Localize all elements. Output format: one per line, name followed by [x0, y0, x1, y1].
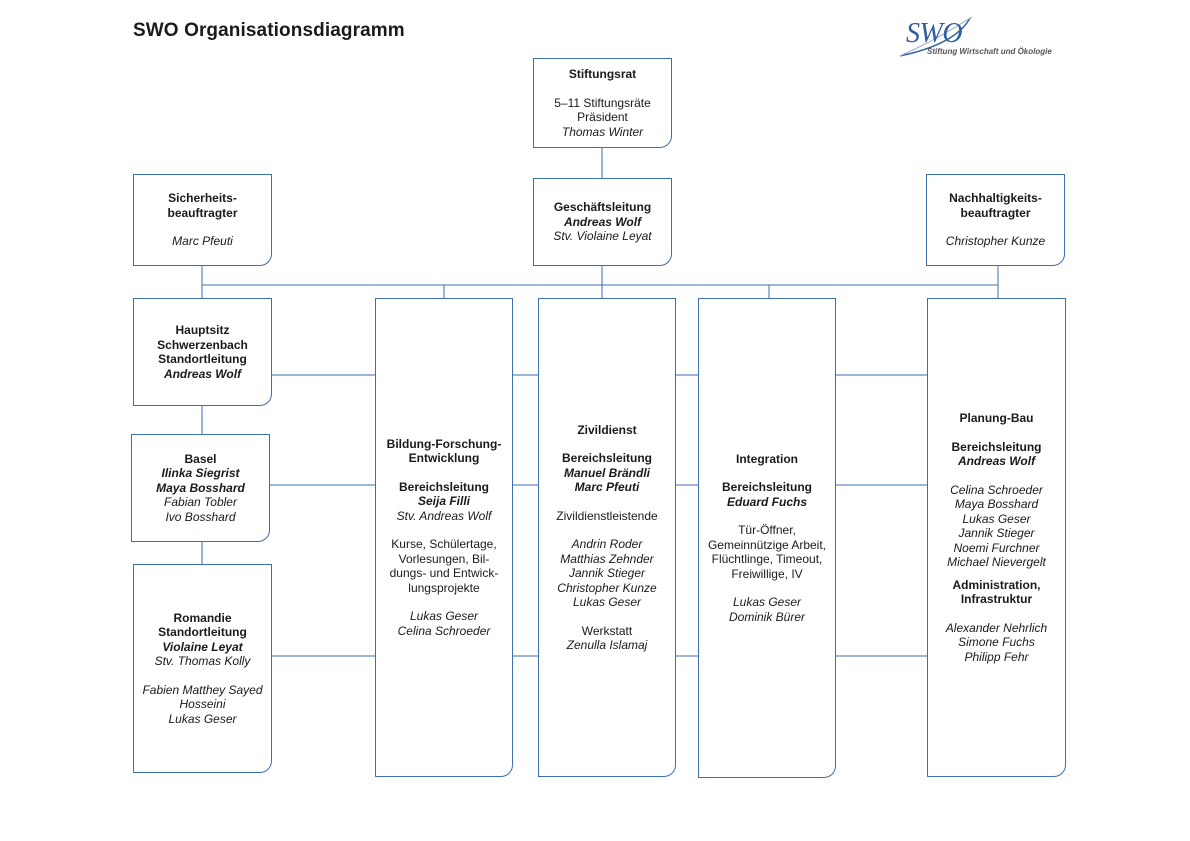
- box-bildung-forschung-entwicklung: Bildung-Forschung- Entwicklung Bereichsl…: [375, 298, 513, 777]
- basel-staff: Ivo Bosshard: [165, 509, 236, 524]
- box-sicherheitsbeauftragter: Sicherheits- beauftragter Marc Pfeuti: [133, 174, 272, 266]
- integration-description: Gemeinnützige Arbeit,: [707, 537, 827, 552]
- planung-staff: Lukas Geser: [962, 511, 1031, 526]
- logo-mark: SWO: [906, 18, 963, 49]
- integration-role: Bereichsleitung: [721, 480, 813, 495]
- bildung-description: lungsprojekte: [408, 580, 480, 595]
- stiftungsrat-members: 5–11 Stiftungsräte: [554, 95, 651, 110]
- stiftungsrat-title: Stiftungsrat: [568, 67, 637, 81]
- integration-description: Flüchtlinge, Timeout,: [711, 552, 823, 567]
- planung-admin-staff: Philipp Fehr: [964, 649, 1029, 664]
- box-integration: Integration Bereichsleitung Eduard Fuchs…: [698, 298, 836, 778]
- planung-staff: Maya Bosshard: [954, 497, 1039, 511]
- bildung-staff: Lukas Geser: [409, 609, 479, 624]
- planung-staff: Michael Nievergelt: [947, 555, 1046, 569]
- romandie-staff: Fabien Matthey Sayed: [142, 682, 263, 697]
- bildung-deputy: Stv. Andreas Wolf: [396, 508, 492, 523]
- zivildienst-workshop-person: Zenulla Islamaj: [566, 638, 648, 652]
- stiftungsrat-person: Thomas Winter: [561, 124, 644, 139]
- hauptsitz-line-2: Schwerzenbach: [157, 337, 248, 352]
- bildung-title-1: Bildung-Forschung-: [386, 436, 502, 451]
- romandie-staff: Hosseini: [179, 697, 226, 712]
- nachhaltigkeit-person: Christopher Kunze: [945, 234, 1046, 249]
- romandie-lead: Violaine Leyat: [162, 639, 243, 654]
- zivildienst-staff: Jannik Stieger: [568, 566, 646, 580]
- planung-staff: Jannik Stieger: [958, 526, 1035, 540]
- zivildienst-title: Zivildienst: [577, 422, 637, 437]
- logo-tagline: Stiftung Wirtschaft und Ökologie: [927, 47, 1052, 56]
- sicherheit-title-1: Sicherheits-: [168, 191, 237, 206]
- integration-staff: Dominik Bürer: [728, 609, 806, 624]
- nachhaltigkeit-title-2: beauftragter: [960, 205, 1031, 220]
- swo-logo: SWO Stiftung Wirtschaft und Ökologie: [896, 14, 1072, 62]
- integration-description: Tür-Öffner,: [738, 523, 796, 538]
- zivildienst-role: Bereichsleitung: [561, 451, 653, 465]
- integration-lead: Eduard Fuchs: [726, 494, 807, 509]
- nachhaltigkeit-title-1: Nachhaltigkeits-: [949, 191, 1042, 206]
- bildung-description: Vorlesungen, Bil-: [398, 551, 490, 566]
- sicherheit-person: Marc Pfeuti: [172, 234, 233, 249]
- zivildienst-staff: Lukas Geser: [572, 595, 642, 609]
- romandie-deputy: Stv. Thomas Kolly: [154, 654, 251, 669]
- planung-admin-1: Administration,: [952, 577, 1041, 592]
- box-zivildienst: Zivildienst Bereichsleitung Manuel Bränd…: [538, 298, 676, 777]
- zivildienst-group: Zivildienstleistende: [556, 508, 658, 523]
- geschaeftsleitung-lead: Andreas Wolf: [563, 214, 642, 229]
- planung-lead: Andreas Wolf: [957, 454, 1036, 468]
- romandie-title: Romandie: [173, 610, 232, 625]
- logo-swoosh: [899, 16, 973, 57]
- zivildienst-staff: Andrin Roder: [571, 537, 643, 551]
- hauptsitz-line-1: Hauptsitz: [175, 323, 230, 337]
- planung-staff: Noemi Furchner: [953, 540, 1040, 555]
- bildung-description: dungs- und Entwick-: [389, 566, 499, 581]
- romandie-staff: Lukas Geser: [168, 711, 237, 726]
- box-romandie: Romandie Standortleitung Violaine Leyat …: [133, 564, 272, 773]
- basel-title: Basel: [184, 451, 217, 466]
- planung-staff: Celina Schroeder: [950, 482, 1043, 497]
- stiftungsrat-role: Präsident: [577, 110, 628, 124]
- bildung-description: Kurse, Schülertage,: [391, 537, 497, 552]
- geschaeftsleitung-deputy: Stv. Violaine Leyat: [553, 229, 652, 244]
- planung-admin-staff: Alexander Nehrlich: [945, 620, 1048, 635]
- box-hauptsitz: Hauptsitz Schwerzenbach Standortleitung …: [133, 298, 272, 406]
- hauptsitz-line-3: Standortleitung: [158, 352, 247, 366]
- zivildienst-staff: Matthias Zehnder: [560, 551, 654, 566]
- planung-admin-2: Infrastruktur: [960, 592, 1033, 606]
- box-stiftungsrat: Stiftungsrat 5–11 Stiftungsräte Präsiden…: [533, 58, 672, 148]
- box-geschaeftsleitung: Geschäftsleitung Andreas Wolf Stv. Viola…: [533, 178, 672, 266]
- page-title: SWO Organisationsdiagramm: [133, 20, 405, 41]
- geschaeftsleitung-title: Geschäftsleitung: [553, 200, 652, 215]
- sicherheit-title-2: beauftragter: [167, 205, 238, 220]
- zivildienst-lead-1: Manuel Brändli: [563, 465, 650, 480]
- planung-admin-staff: Simone Fuchs: [958, 635, 1035, 649]
- integration-title: Integration: [736, 451, 798, 466]
- box-nachhaltigkeitsbeauftragter: Nachhaltigkeits- beauftragter Christophe…: [926, 174, 1065, 266]
- integration-staff: Lukas Geser: [732, 595, 802, 610]
- box-basel: Basel Ilinka Siegrist Maya Bosshard Fabi…: [131, 434, 270, 542]
- hauptsitz-lead: Andreas Wolf: [163, 366, 242, 381]
- zivildienst-staff: Christopher Kunze: [557, 580, 657, 595]
- zivildienst-lead-2: Marc Pfeuti: [574, 480, 640, 494]
- bildung-staff: Celina Schroeder: [397, 623, 491, 638]
- basel-lead-1: Ilinka Siegrist: [161, 466, 240, 481]
- planung-role: Bereichsleitung: [951, 439, 1042, 454]
- planung-title: Planung-Bau: [959, 411, 1034, 425]
- bildung-lead: Seija Filli: [417, 494, 471, 509]
- bildung-title-2: Entwicklung: [408, 451, 480, 466]
- romandie-role: Standortleitung: [158, 625, 247, 640]
- bildung-role: Bereichsleitung: [398, 479, 490, 494]
- integration-description: Freiwillige, IV: [731, 566, 803, 581]
- basel-staff: Fabian Tobler: [164, 495, 237, 510]
- box-planung-bau: Planung-Bau Bereichsleitung Andreas Wolf…: [927, 298, 1066, 777]
- zivildienst-workshop: Werkstatt: [581, 623, 633, 638]
- basel-lead-2: Maya Bosshard: [156, 480, 245, 495]
